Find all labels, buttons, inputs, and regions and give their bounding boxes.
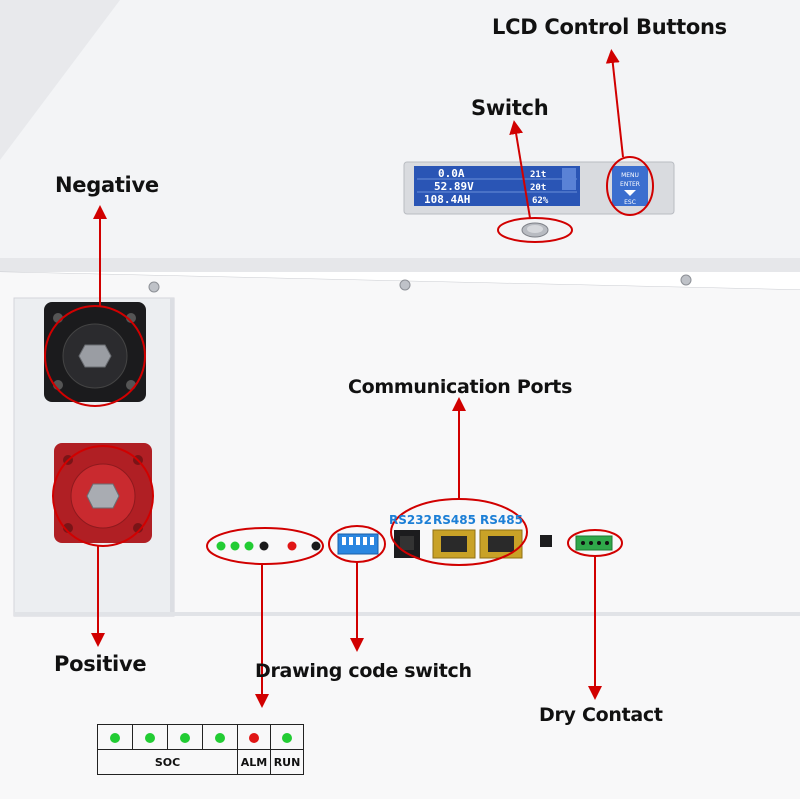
legend-dot-run (282, 732, 292, 743)
screw-icon (126, 313, 136, 323)
lcd-soc: 62% (532, 196, 549, 206)
led-run (311, 541, 321, 551)
screw-icon (148, 281, 160, 293)
led-soc-2 (230, 541, 240, 551)
label-dry-contact: Dry Contact (539, 704, 663, 726)
lcd-capacity: 108.4AH (424, 193, 470, 206)
lcd-temp-2: 20t (530, 183, 546, 193)
legend-dot-1 (110, 732, 120, 743)
legend-soc-label: SOC (97, 749, 238, 775)
lcd-screen (414, 166, 580, 206)
highlight-switch (497, 217, 573, 243)
legend-dot-3 (180, 732, 190, 743)
legend-dot-2 (145, 732, 155, 743)
port-label-rs485-2: RS485 (480, 513, 523, 527)
led-legend: SOC ALM RUN (97, 724, 304, 775)
legend-alm-label: ALM (237, 749, 271, 775)
legend-cell (167, 724, 203, 750)
battery-top-surface (0, 0, 800, 262)
screw-icon (680, 274, 692, 286)
down-arrow-icon[interactable] (624, 190, 636, 196)
highlight-negative (44, 305, 146, 407)
lcd-temp-1: 21t (530, 170, 546, 180)
led-soc-1 (216, 541, 226, 551)
legend-dot-alm (249, 732, 259, 743)
legend-cell (270, 724, 304, 750)
highlight-lcd-buttons (606, 156, 654, 216)
reset-button[interactable] (540, 535, 552, 547)
led-soc-3 (244, 541, 254, 551)
label-switch: Switch (471, 96, 549, 120)
lcd-voltage: 52.89V (434, 180, 474, 193)
legend-cell (202, 724, 238, 750)
enter-button[interactable]: ENTER (620, 181, 640, 188)
arrow-lcd-buttons (605, 49, 624, 158)
legend-cell (237, 724, 271, 750)
label-lcd-buttons: LCD Control Buttons (492, 15, 727, 39)
port-label-rs232: RS232 (389, 513, 432, 527)
legend-cell (97, 724, 133, 750)
led-alm (287, 541, 297, 551)
lcd-current: 0.0A (438, 167, 465, 180)
lcd-button-panel (612, 166, 648, 206)
dry-contact-terminal[interactable] (575, 535, 613, 551)
screw-icon (399, 279, 411, 291)
highlight-leds (206, 527, 324, 565)
battery-top-shade (0, 0, 120, 160)
menu-button[interactable]: MENU (621, 172, 639, 179)
legend-run-label: RUN (270, 749, 304, 775)
battery-edge (0, 258, 800, 272)
port-label-rs485-1: RS485 (433, 513, 476, 527)
label-positive: Positive (54, 652, 147, 676)
label-negative: Negative (55, 173, 159, 197)
legend-dot-4 (215, 732, 225, 743)
led-soc-4 (259, 541, 269, 551)
label-drawing-code-switch: Drawing code switch (255, 660, 472, 682)
esc-button[interactable]: ESC (624, 199, 636, 206)
legend-cell (132, 724, 168, 750)
arrow-switch (509, 120, 531, 219)
label-comm-ports: Communication Ports (348, 376, 573, 398)
highlight-positive (52, 445, 154, 547)
